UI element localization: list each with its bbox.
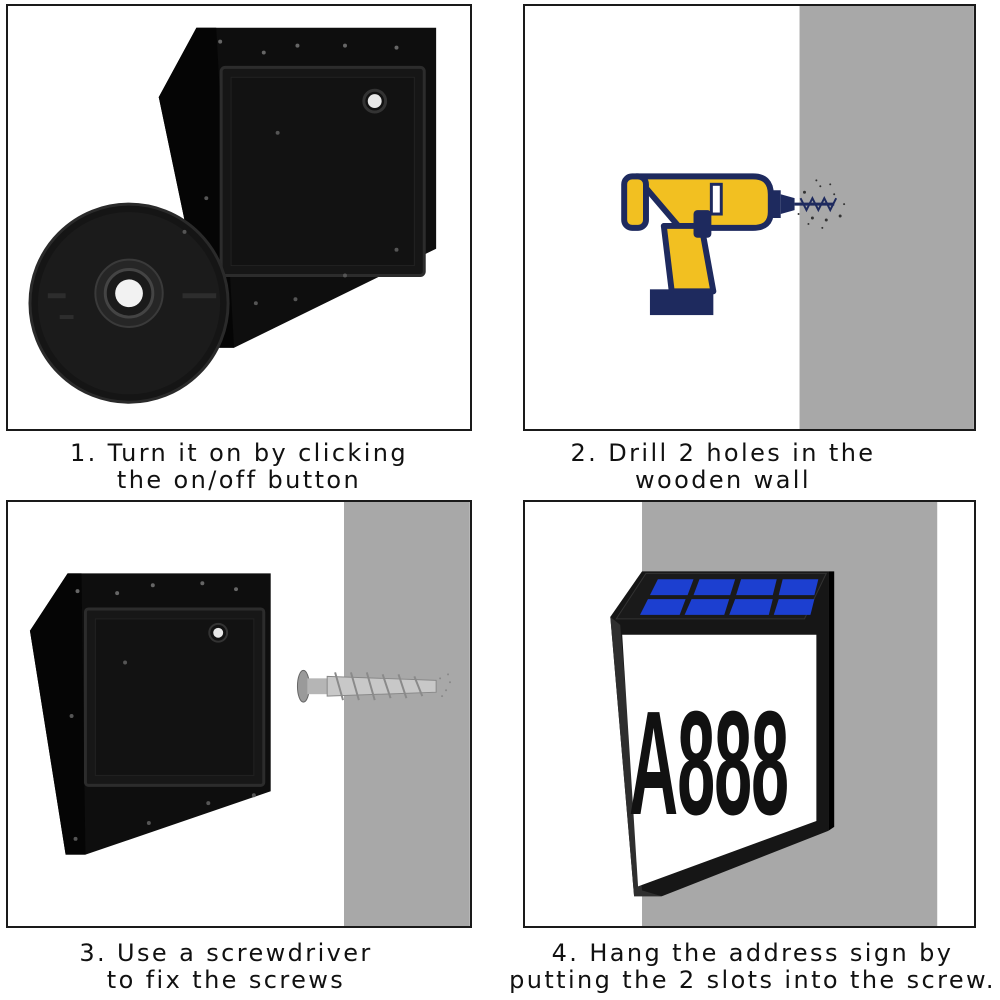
- step-4-line-1: 4. Hang the address sign by: [551, 939, 954, 967]
- step-2-line-2: wooden wall: [635, 466, 811, 494]
- step-3-panel: [6, 500, 472, 928]
- house-number: A888: [629, 681, 789, 846]
- step-1-line-1: 1. Turn it on by clicking: [69, 439, 409, 467]
- address-sign: [610, 571, 835, 897]
- step-2-caption: 2. Drill 2 holes in the wooden wall: [523, 440, 923, 494]
- step-2-line-1: 2. Drill 2 holes in the: [570, 439, 876, 467]
- step-4-line-2: putting the 2 slots into the screw.: [509, 966, 996, 994]
- screw-anchor-icon: [296, 669, 437, 703]
- drilling-illustration: [621, 6, 974, 429]
- wall: [799, 6, 974, 429]
- step-1-panel: [6, 4, 472, 431]
- number-plate: [622, 634, 817, 887]
- screw-dust: [439, 673, 451, 698]
- step-3-line-1: 3. Use a screwdriver: [79, 939, 373, 967]
- step-3-line-2: to fix the screws: [106, 966, 346, 994]
- step-1-caption: 1. Turn it on by clicking the on/off but…: [6, 440, 472, 494]
- drill-dust: [797, 179, 846, 229]
- step-4-panel: A888: [523, 500, 976, 928]
- installed-sign-illustration: [610, 502, 938, 926]
- power-drill-icon: [621, 173, 838, 316]
- on-off-button-icon: [367, 94, 382, 109]
- wall: [344, 502, 470, 926]
- on-off-button-icon: [213, 627, 224, 638]
- step-3-caption: 3. Use a screwdriver to fix the screws: [6, 940, 446, 994]
- step-2-panel: [523, 4, 976, 431]
- on-off-button-zoom-icon: [115, 279, 143, 308]
- screw-illustration: [29, 502, 470, 926]
- step-4-caption: 4. Hang the address sign by putting the …: [505, 940, 1000, 994]
- device-back-illustration: [28, 27, 437, 404]
- step-1-line-2: the on/off button: [116, 466, 362, 494]
